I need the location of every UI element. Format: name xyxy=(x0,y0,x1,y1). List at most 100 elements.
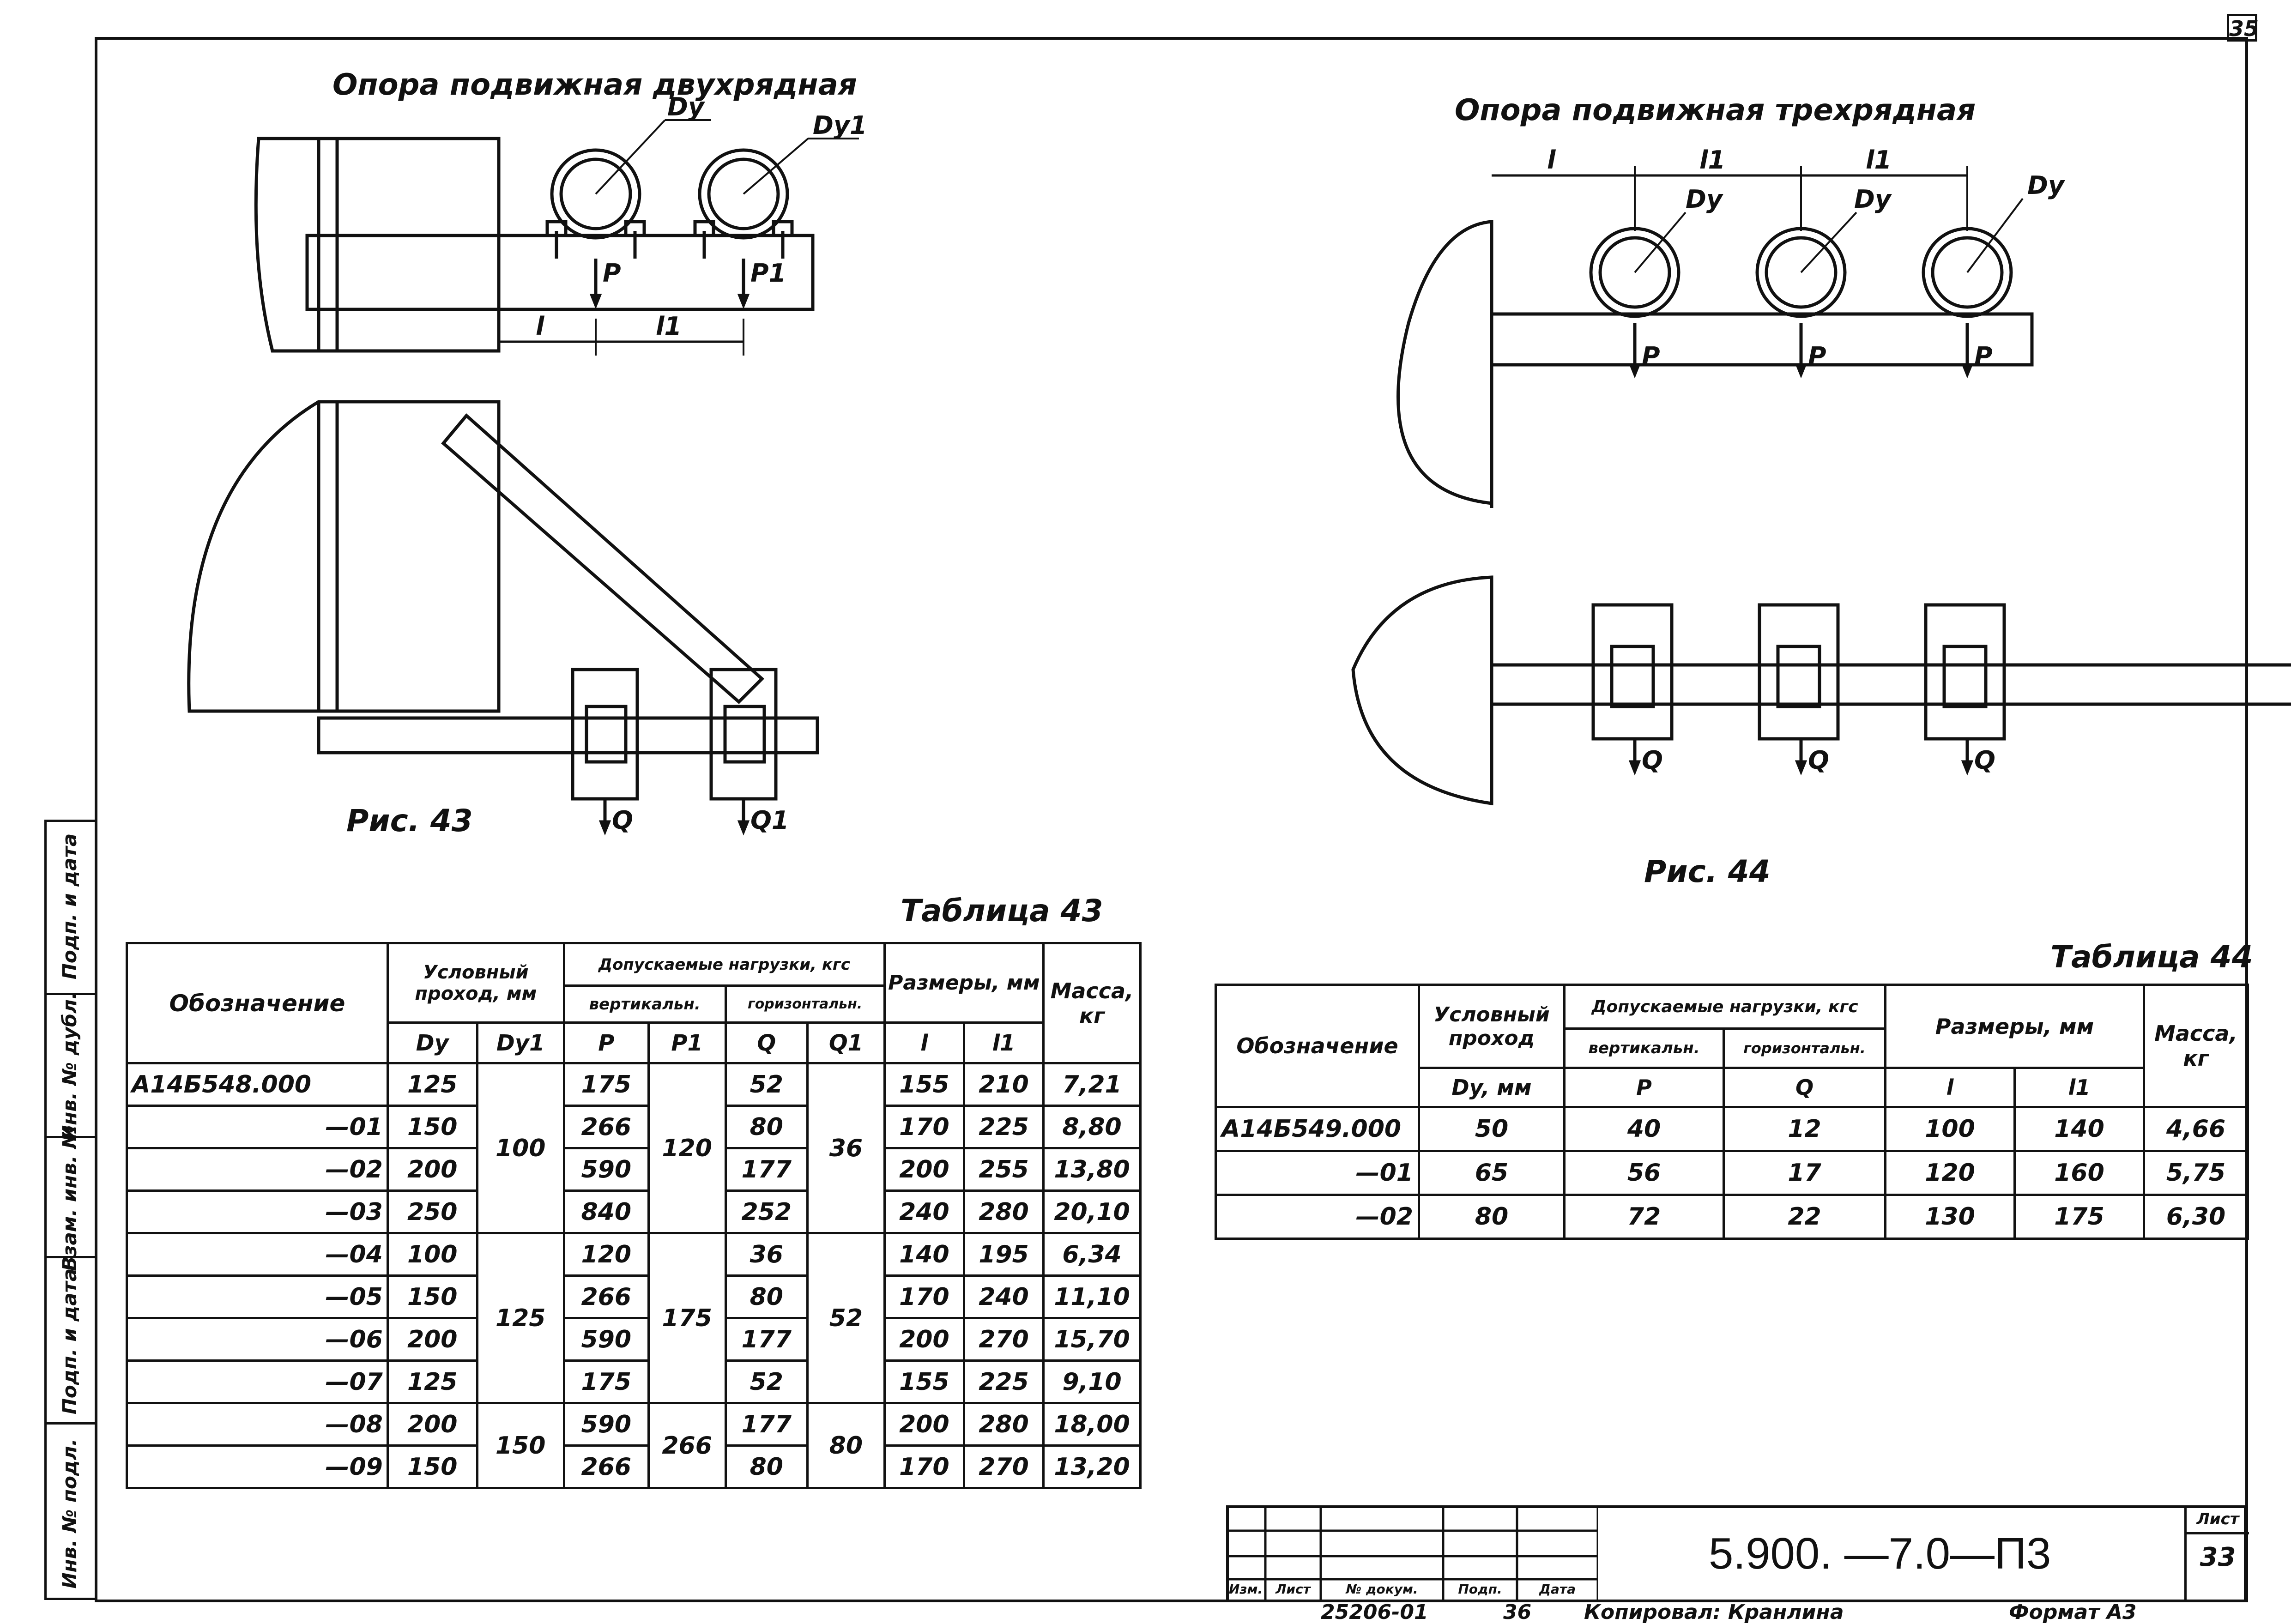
t43-cell-l1: 210 xyxy=(962,1062,1045,1107)
t43-cell-q: 252 xyxy=(724,1189,809,1234)
t43-cell-p: 590 xyxy=(562,1317,650,1362)
t43-cell-p: 266 xyxy=(562,1105,650,1149)
t43-header-vertical: вертикальн. xyxy=(562,984,727,1024)
t43-cell-code: —06 xyxy=(126,1317,389,1362)
t43-header-designation: Обозначение xyxy=(126,942,389,1064)
t43-cell-code: —09 xyxy=(126,1444,389,1489)
t44-header-q: Q xyxy=(1723,1067,1886,1108)
t43-cell-dy: 125 xyxy=(386,1359,478,1404)
t43-cell-l: 200 xyxy=(883,1317,965,1362)
t43-cell-mass: 8,80 xyxy=(1042,1105,1142,1149)
t43-cell-q: 80 xyxy=(724,1274,809,1319)
t43-cell-dy: 150 xyxy=(386,1274,478,1319)
footer-copied: Копировал: Кранлина xyxy=(1584,1600,1844,1624)
t44-cell-l1: 140 xyxy=(2013,1106,2145,1152)
side-stamp-cell-2: Подп. и дата xyxy=(44,1256,97,1425)
t43-header-dy: Dy xyxy=(386,1021,478,1064)
table44-caption: Таблица 44 xyxy=(2050,939,2253,975)
t43-header-p: P xyxy=(562,1021,650,1064)
fig43-label-dy1: Dy1 xyxy=(813,111,867,140)
t43-cell-p: 266 xyxy=(562,1274,650,1319)
fig43-label-p1: P1 xyxy=(750,259,786,288)
t43-header-l: l xyxy=(883,1021,965,1064)
t43-cell-dy1: 100 xyxy=(476,1062,565,1234)
t43-cell-dy: 150 xyxy=(386,1444,478,1489)
footer-num: 36 xyxy=(1503,1600,1532,1624)
t43-header-dy1: Dy1 xyxy=(476,1021,565,1064)
fig43-label-dy: Dy xyxy=(667,92,706,121)
fig43-beam xyxy=(305,234,815,311)
t43-cell-dy: 200 xyxy=(386,1402,478,1447)
t43-cell-l: 200 xyxy=(883,1147,965,1192)
fig44-label-q: Q xyxy=(1974,746,1995,775)
t44-cell-p: 56 xyxy=(1563,1150,1725,1196)
fig43-pipe-1 xyxy=(550,148,641,240)
t43-cell-q: 177 xyxy=(724,1147,809,1192)
t44-header-bore: Условный проход xyxy=(1418,984,1566,1069)
t44-header-p: P xyxy=(1563,1067,1725,1108)
t44-cell-l: 130 xyxy=(1884,1194,2016,1240)
t43-cell-p1: 120 xyxy=(647,1062,727,1234)
t43-cell-l: 200 xyxy=(883,1402,965,1447)
t43-cell-l1: 255 xyxy=(962,1147,1045,1192)
t43-cell-code: —07 xyxy=(126,1359,389,1404)
t43-cell-mass: 13,20 xyxy=(1042,1444,1142,1489)
fig43-plan-wall xyxy=(187,400,501,713)
side-stamp-cell-4: Инв. № дубл. xyxy=(44,992,97,1141)
footer-format: Формат А3 xyxy=(2009,1600,2137,1624)
fig43-label-p: P xyxy=(603,259,621,288)
fig43-caption: Рис. 43 xyxy=(346,803,473,839)
t43-cell-mass: 6,34 xyxy=(1042,1232,1142,1277)
t43-cell-q1: 80 xyxy=(806,1402,886,1489)
t44-header-mass: Масса, кг xyxy=(2143,984,2249,1108)
t43-cell-l: 155 xyxy=(883,1359,965,1404)
t44-header-designation: Обозначение xyxy=(1215,984,1420,1108)
sheet-label: Лист xyxy=(2187,1510,2249,1534)
fig44-plan-wall xyxy=(1351,575,1493,806)
t43-cell-l1: 225 xyxy=(962,1105,1045,1149)
fig43-title: Опора подвижная двухрядная xyxy=(332,68,857,102)
t43-cell-l: 140 xyxy=(883,1232,965,1277)
t43-cell-dy: 250 xyxy=(386,1189,478,1234)
t43-header-q1: Q1 xyxy=(806,1021,886,1064)
t43-header-bore: Условный проход, мм xyxy=(386,942,565,1024)
t44-cell-l1: 160 xyxy=(2013,1150,2145,1196)
t43-cell-dy1: 125 xyxy=(476,1232,565,1404)
page-number-box: 35 xyxy=(2227,14,2259,42)
t44-cell-q: 22 xyxy=(1723,1194,1886,1240)
t44-header-dy: Dy, мм xyxy=(1418,1067,1566,1108)
t43-cell-l1: 280 xyxy=(962,1189,1045,1234)
t43-cell-code: —05 xyxy=(126,1274,389,1319)
t43-cell-p: 590 xyxy=(562,1147,650,1192)
table44: Обозначение Условный проход Допускаемые … xyxy=(1215,984,2249,1240)
fig43-plan-beam xyxy=(317,716,819,755)
footer-ref: 25206-01 xyxy=(1321,1600,1428,1624)
t43-cell-p: 266 xyxy=(562,1444,650,1489)
t43-cell-l1: 270 xyxy=(962,1317,1045,1362)
t43-cell-q1: 52 xyxy=(806,1232,886,1404)
fig44-plan-beam xyxy=(1490,663,2291,706)
t43-cell-mass: 9,10 xyxy=(1042,1359,1142,1404)
t44-header-sizes: Размеры, мм xyxy=(1884,984,2145,1069)
t44-cell-dy: 80 xyxy=(1418,1194,1566,1240)
t43-cell-mass: 13,80 xyxy=(1042,1147,1142,1192)
fig44-label-dy: Dy xyxy=(1854,185,1892,214)
t43-header-mass: Масса, кг xyxy=(1042,942,1142,1064)
fig44-beam xyxy=(1490,312,2034,367)
side-stamp-cell-3: Взам. инв. № xyxy=(44,1125,97,1271)
t44-cell-code: А14Б549.000 xyxy=(1215,1106,1420,1152)
t43-cell-p: 840 xyxy=(562,1189,650,1234)
t43-cell-q: 177 xyxy=(724,1402,809,1447)
title-col-izm: Изм. xyxy=(1228,1582,1263,1597)
t43-cell-mass: 20,10 xyxy=(1042,1189,1142,1234)
fig44-label-l1: l1 xyxy=(1699,145,1725,175)
t43-cell-mass: 7,21 xyxy=(1042,1062,1142,1107)
t43-cell-p: 175 xyxy=(562,1359,650,1404)
fig43-pipe-2 xyxy=(698,148,789,240)
